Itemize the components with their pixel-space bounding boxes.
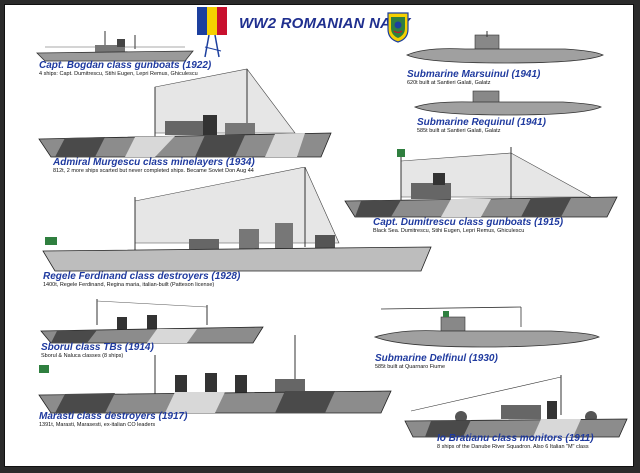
monitor-bratianu-silhouette [404,375,628,438]
naval-crest-icon [387,12,409,43]
destroyer-ferdinand-silhouette [42,167,432,272]
ship-name: Capt. Bogdan class gunboats (1922) [39,60,212,71]
ship-name: Capt. Dumitrescu class gunboats (1915) [373,217,564,228]
ship-desc: 812t, 2 more ships scarted but never com… [53,168,254,174]
ship-name: Admiral Murgescu class minelayers (1934) [53,157,255,168]
ship-name: Regele Ferdinand class destroyers (1928) [43,271,241,282]
ship-desc: 585t built at Santieri Galati, Galatz [417,128,501,134]
ship-desc: 8 ships of the Danube River Squadron. Al… [437,444,589,450]
submarine-marsuinul-silhouette [406,31,604,64]
romanian-flag-icon [197,7,227,58]
ship-desc: Sborul & Naluca classes (8 ships) [41,353,124,359]
ship-name: Sborul class TBs (1914) [41,342,154,353]
minelayer-murgescu-silhouette [38,68,332,158]
ship-name: Submarine Delfinul (1930) [375,353,498,364]
gunboat-dumitrescu-silhouette [344,147,618,218]
ship-name: Marasti class destroyers (1917) [39,411,188,422]
gunboat-bogdan-silhouette [36,31,194,62]
torpedo-boat-sborul-silhouette [40,299,264,344]
ship-desc: Black Sea. Dumitrescu, Stihi Eugen, Lepr… [373,228,525,234]
ship-desc: 1400t, Regele Ferdinand, Regina maria, i… [43,282,215,288]
submarine-requinul-silhouette [413,90,602,116]
ship-name: Submarine Marsuinul (1941) [407,69,541,80]
ship-desc: 1391t, Marasti, Marasesti, ex-italian CO… [39,422,156,428]
ship-name: Io Bratianu class monitors (1911) [437,433,594,444]
poster-frame: WW2 ROMANIAN NAVY Capt. Bogdan class gun… [4,4,634,467]
ship-desc: 4 ships: Capt. Dumitrescu, Stihi Eugen, … [39,71,198,77]
submarine-delfinul-silhouette [373,306,600,348]
page-title: WW2 ROMANIAN NAVY [239,15,411,32]
destroyer-marasti-silhouette [38,335,392,414]
ship-desc: 585t built at Quarnaro Fiume [375,364,446,370]
ship-name: Submarine Requinul (1941) [417,117,546,128]
ship-desc: 620t built at Santieri Galati, Galatz [407,80,491,86]
